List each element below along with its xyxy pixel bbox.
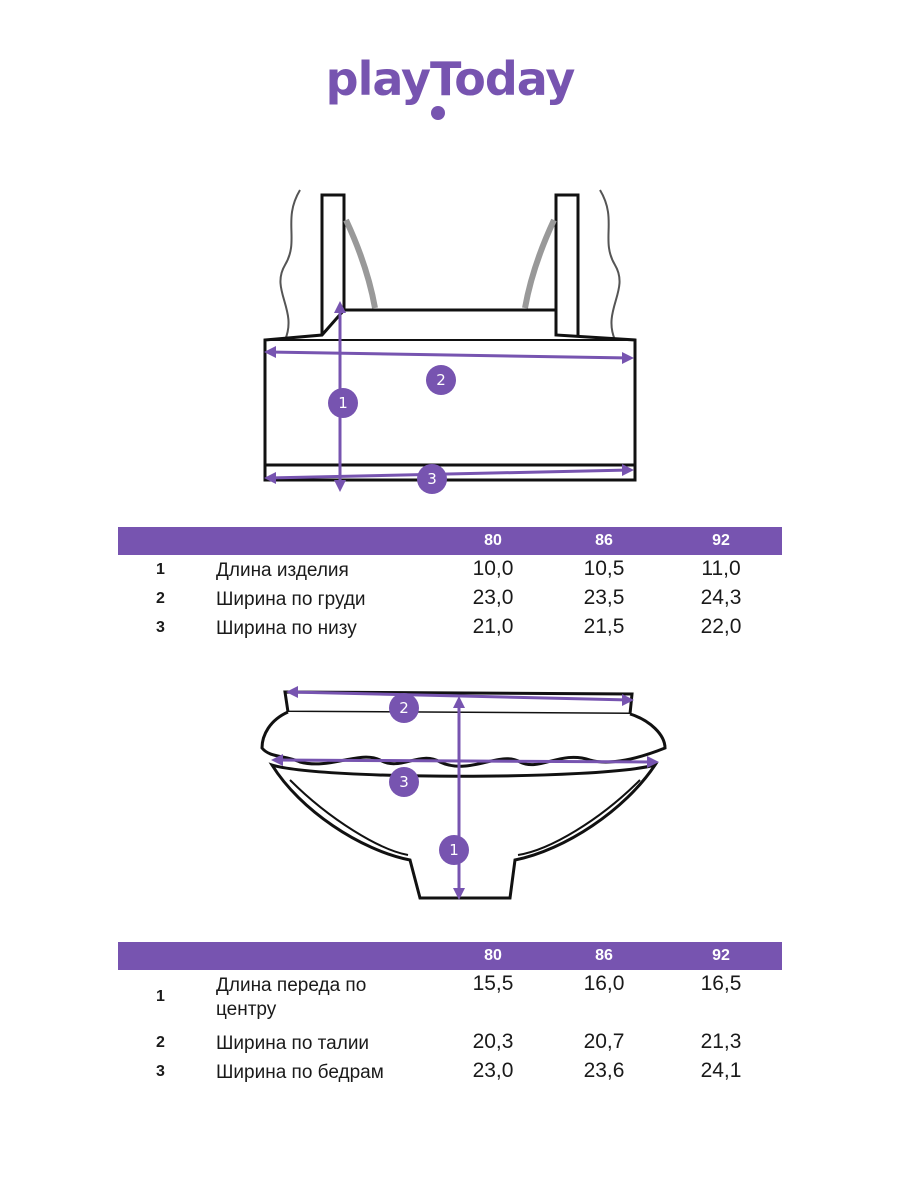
- row-label: Длина изделия: [216, 560, 349, 581]
- row-value: 23,0: [472, 1059, 514, 1082]
- row-value: 16,0: [583, 972, 625, 995]
- row-value: 24,3: [700, 586, 742, 609]
- row-value: 15,5: [472, 972, 514, 995]
- row-value: 21,5: [583, 615, 625, 638]
- row-value: 11,0: [701, 557, 741, 580]
- row-value: 20,7: [583, 1030, 625, 1053]
- row-number: 2: [156, 590, 165, 607]
- marker-3-badge: [389, 767, 419, 797]
- row-number: 3: [156, 619, 165, 636]
- marker-3-text: 3: [427, 470, 437, 488]
- row-value: 16,5: [700, 972, 742, 995]
- row-value: 10,5: [583, 557, 625, 580]
- marker-3-badge: [417, 464, 447, 494]
- marker-1-badge: [328, 388, 358, 418]
- row-value: 22,0: [700, 615, 742, 638]
- size-header: 80: [484, 532, 502, 549]
- logo-dot: [431, 106, 445, 120]
- table-header: 80 86 92: [118, 527, 782, 555]
- table-row: 3 Ширина по бедрам 23,0 23,6 24,1: [118, 1057, 782, 1086]
- row-label: Ширина по низу: [216, 618, 357, 639]
- marker-2-text: 2: [399, 699, 409, 717]
- marker-1-text: 1: [449, 841, 459, 859]
- row-value: 23,0: [472, 586, 514, 609]
- row-number: 2: [156, 1034, 165, 1051]
- marker-2-text: 2: [436, 371, 446, 389]
- table-row: 2 Ширина по талии 20,3 20,7 21,3: [118, 1028, 782, 1057]
- marker-2-badge: [426, 365, 456, 395]
- table-row: 1 Длина переда по центру 15,5 16,0 16,5: [118, 970, 782, 1028]
- row-value: 21,3: [700, 1030, 742, 1053]
- size-header: 92: [712, 532, 730, 549]
- row-value: 10,0: [472, 557, 514, 580]
- row-value: 23,6: [583, 1059, 625, 1082]
- size-header: 86: [595, 947, 613, 964]
- size-header: 80: [484, 947, 502, 964]
- marker-2-badge: [389, 693, 419, 723]
- table-header: 80 86 92: [118, 942, 782, 970]
- row-label: Ширина по талии: [216, 1033, 370, 1054]
- marker-1-text: 1: [338, 394, 348, 412]
- row-value: 23,5: [583, 586, 625, 609]
- size-header: 92: [712, 947, 730, 964]
- row-value: 24,1: [700, 1059, 742, 1082]
- row-number: 1: [156, 561, 165, 578]
- row-value: 21,0: [472, 615, 514, 638]
- row-label: Длина переда по центру: [216, 975, 367, 1020]
- marker-1-badge: [439, 835, 469, 865]
- table-row: 1 Длина изделия 10,0 10,5 11,0: [118, 555, 782, 584]
- row-label: Ширина по груди: [216, 589, 366, 610]
- brand-logo: playToday: [325, 52, 576, 106]
- bottom-garment-drawing: 1 2 3: [260, 686, 667, 900]
- top-garment-drawing: 1 2 3: [263, 189, 637, 494]
- row-value: 20,3: [472, 1030, 514, 1053]
- top-size-table: 80 86 92 1 Длина изделия 10,0 10,5 11,0 …: [118, 527, 782, 642]
- row-number: 3: [156, 1063, 165, 1080]
- table-row: 2 Ширина по груди 23,0 23,5 24,3: [118, 584, 782, 613]
- row-number: 1: [156, 988, 165, 1005]
- size-header: 86: [595, 532, 613, 549]
- bottom-size-table: 80 86 92 1 Длина переда по центру 15,5 1…: [118, 942, 782, 1086]
- marker-3-text: 3: [399, 773, 409, 791]
- row-label: Ширина по бедрам: [216, 1062, 384, 1083]
- table-row: 3 Ширина по низу 21,0 21,5 22,0: [118, 613, 782, 642]
